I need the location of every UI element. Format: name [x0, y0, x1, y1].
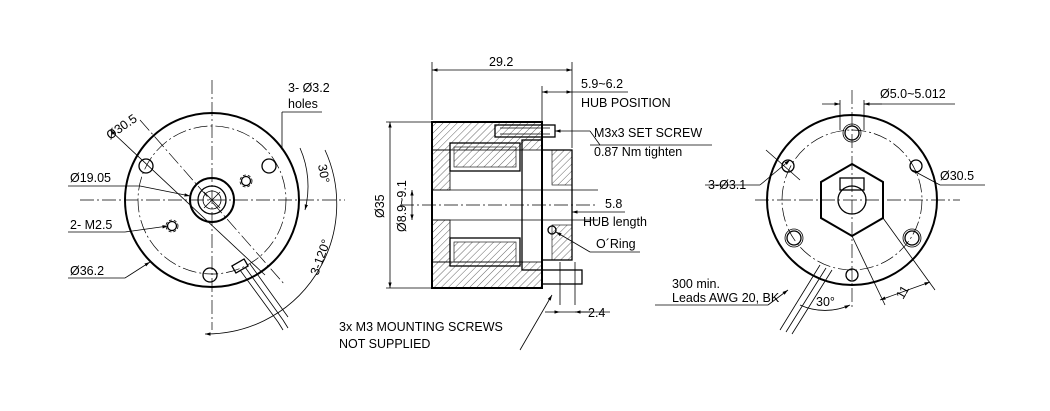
side-hub-len-value: 5.8 — [605, 197, 622, 211]
right-hole-5 — [909, 159, 923, 173]
side-oring — [547, 225, 557, 235]
left-holes-word: holes — [288, 97, 318, 111]
side-screws-line2: NOT SUPPLIED — [339, 337, 430, 351]
left-bolt-dia: Ø30.5 — [104, 111, 140, 142]
right-bolt-circle — [781, 129, 923, 271]
right-hole-6 — [845, 268, 859, 282]
side-screws-line1: 3x M3 MOUNTING SCREWS — [339, 320, 503, 334]
left-view: 3- Ø3.2 holes Ø30.5 Ø19.05 2- M2.5 Ø36.2… — [68, 80, 345, 336]
left-hub-bore — [197, 185, 227, 215]
right-hole-left — [786, 230, 802, 246]
left-holes-count: 3- Ø3.2 — [288, 81, 330, 95]
left-outer-circle — [124, 112, 300, 288]
left-thread-label: 2- M2.5 — [70, 218, 112, 232]
right-lead — [779, 264, 821, 331]
left-thread-2 — [166, 220, 178, 232]
right-angle: 30° — [816, 295, 835, 309]
left-lead-grommet — [231, 258, 249, 274]
right-holes: 3-Ø3.1 — [708, 178, 746, 192]
left-hole-2 — [261, 158, 277, 174]
side-coil-top — [449, 142, 521, 172]
side-torque: 0.87 Nm tighten — [594, 145, 682, 159]
right-hole-top — [844, 125, 860, 141]
left-hole-1 — [138, 158, 154, 174]
left-hub-inner — [202, 190, 222, 210]
left-angle-120-arc — [204, 149, 338, 336]
right-outer-circle — [766, 114, 938, 286]
side-hub-len-label: HUB length — [583, 215, 647, 229]
right-leads-line2: Leads AWG 20, BK — [672, 291, 780, 305]
right-hole-right — [904, 230, 920, 246]
side-hub-pos-value: 5.9~6.2 — [581, 77, 623, 91]
side-view: 29.2 5.9~6.2 HUB POSITION M3x3 SET SCREW… — [339, 55, 712, 351]
left-hole-3 — [202, 267, 218, 283]
left-bolt-circle — [137, 125, 287, 275]
side-flange — [541, 269, 583, 285]
left-outer-dia: Ø36.2 — [70, 264, 104, 278]
left-thread-1 — [240, 175, 252, 187]
right-leads-line1: 300 min. — [672, 277, 720, 291]
right-bolt-dia: Ø30.5 — [940, 169, 974, 183]
side-oring-label: O´Ring — [596, 237, 636, 251]
side-flange-thk: 2.4 — [588, 306, 605, 320]
side-body-dia: Ø35 — [373, 194, 387, 218]
side-length: 29.2 — [489, 55, 513, 69]
left-hub-outer — [189, 177, 235, 223]
right-shaft-dia: Ø5.0~5.012 — [880, 87, 946, 101]
right-keyway — [839, 177, 865, 191]
side-coil-bottom — [449, 237, 521, 267]
right-shaft-bore — [837, 185, 867, 215]
right-view: Ø5.0~5.012 3-Ø3.1 Ø30.5 300 min. Leads A… — [655, 87, 985, 335]
side-hub-pos-label: HUB POSITION — [581, 96, 671, 110]
right-angle-arc — [799, 304, 851, 311]
side-bore-dia: Ø8.9~9.1 — [395, 180, 409, 232]
left-inner-dia: Ø19.05 — [70, 171, 111, 185]
side-set-screw-label: M3x3 SET SCREW — [594, 126, 702, 140]
left-angle-120: 3-120° — [308, 237, 334, 277]
left-angle-30: 30° — [315, 163, 332, 184]
right-hex-size: 11 — [893, 283, 912, 301]
left-angle-30-arc — [299, 147, 309, 211]
left-centerline-diag — [139, 119, 286, 286]
